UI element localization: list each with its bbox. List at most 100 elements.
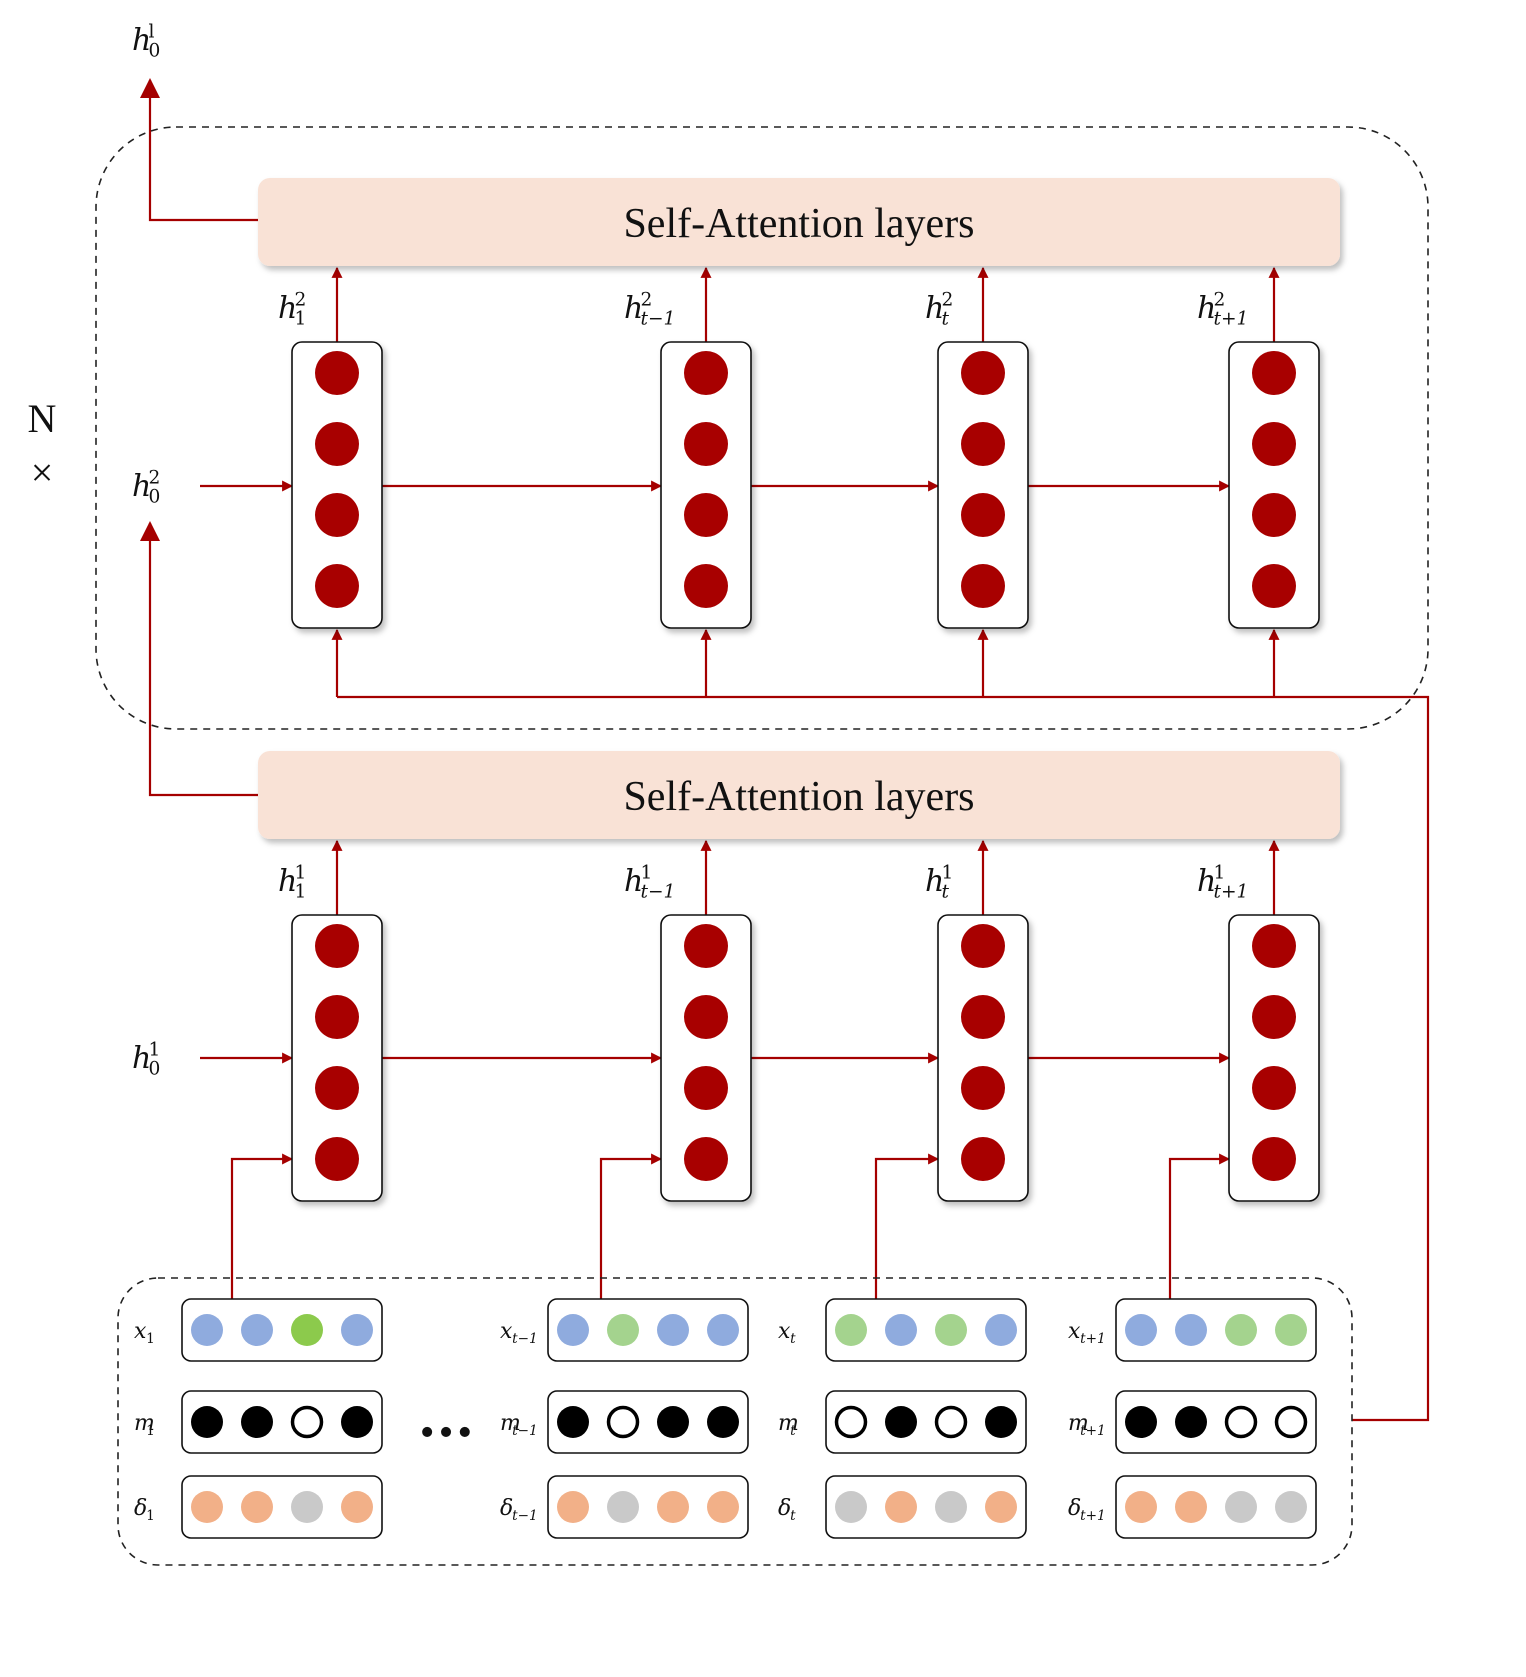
layer2-neuron: [1252, 422, 1296, 466]
input-x-box-1: [181, 1298, 383, 1362]
layer1-neuron: [1252, 995, 1296, 1039]
input-x-label: x1: [134, 1319, 155, 1347]
input-m-label: m1: [134, 1411, 155, 1439]
self-attention-label: Self-Attention layers: [623, 201, 974, 247]
mask-dot-observed: [341, 1406, 373, 1438]
self-attention-layer-2: [258, 178, 1340, 266]
input-x-box-3: [825, 1298, 1027, 1362]
layer1-neuron: [1252, 924, 1296, 968]
ellipsis: ...: [418, 1385, 474, 1449]
self-attention-label: Self-Attention layers: [623, 774, 974, 820]
mask-dot-observed: [1125, 1406, 1157, 1438]
layer2-neuron: [684, 422, 728, 466]
value-dot: [657, 1314, 689, 1346]
input-m-label: mt: [778, 1411, 799, 1439]
value-dot: [835, 1314, 867, 1346]
delta-dot: [707, 1491, 739, 1523]
delta-dot: [557, 1491, 589, 1523]
value-dot: [557, 1314, 589, 1346]
value-dot: [291, 1314, 323, 1346]
layer2-cell-4: [1228, 341, 1320, 629]
input-x-box-4: [1115, 1298, 1317, 1362]
value-dot: [985, 1314, 1017, 1346]
value-dot: [707, 1314, 739, 1346]
layer2-cell-3: [937, 341, 1029, 629]
layer2-neuron: [961, 351, 1005, 395]
layer1-neuron: [684, 995, 728, 1039]
input-m-box-1: [181, 1390, 383, 1454]
mask-dot-observed: [557, 1406, 589, 1438]
boxes: [95, 126, 1429, 1566]
mask-feed-line: [337, 695, 1430, 1422]
layer2-neuron: [684, 493, 728, 537]
layer2-neuron: [684, 351, 728, 395]
input-m-label: mt−1: [500, 1411, 538, 1439]
input-x-label: xt−1: [500, 1319, 538, 1347]
input-x-box-2: [547, 1298, 749, 1362]
layer2-neuron: [315, 351, 359, 395]
attention1-to-h02-arrow: [140, 521, 258, 797]
layer1-cell-1: [291, 914, 383, 1202]
input-d-label: δt−1: [500, 1496, 538, 1524]
mask-dot-missing: [606, 1405, 640, 1439]
value-dot: [607, 1314, 639, 1346]
delta-dot: [1275, 1491, 1307, 1523]
input-d-label: δt+1: [1068, 1496, 1106, 1524]
delta-dot: [1175, 1491, 1207, 1523]
mask-dot-missing: [834, 1405, 868, 1439]
mask-dot-observed: [241, 1406, 273, 1438]
repeat-times-symbol: ×: [31, 450, 54, 495]
layer2-cell-2: [660, 341, 752, 629]
repeat-n-label: N: [28, 396, 57, 441]
layer1-neuron: [961, 924, 1005, 968]
layer2-neuron: [315, 493, 359, 537]
value-dot: [1125, 1314, 1157, 1346]
layer1-neuron: [961, 1137, 1005, 1181]
input-to-layer1-arrow: [1168, 1153, 1231, 1299]
layer1-neuron: [684, 924, 728, 968]
layer1-neuron: [315, 995, 359, 1039]
mask-dot-observed: [885, 1406, 917, 1438]
layer2-neuron: [315, 564, 359, 608]
layer1-neuron: [1252, 1066, 1296, 1110]
value-dot: [1275, 1314, 1307, 1346]
layer1-neuron: [315, 924, 359, 968]
layer2-cell-1: [291, 341, 383, 629]
mask-dot-observed: [1175, 1406, 1207, 1438]
layer2-neuron: [961, 422, 1005, 466]
input-m-box-3: [825, 1390, 1027, 1454]
input-d-label: δ1: [134, 1496, 155, 1524]
mask-dot-observed: [657, 1406, 689, 1438]
input-x-label: xt+1: [1068, 1319, 1106, 1347]
input-d-box-1: [181, 1475, 383, 1539]
delta-dot: [341, 1491, 373, 1523]
input-to-layer1-arrow: [230, 1153, 294, 1299]
value-dot: [885, 1314, 917, 1346]
delta-dot: [985, 1491, 1017, 1523]
value-dot: [1225, 1314, 1257, 1346]
layer1-neuron: [684, 1137, 728, 1181]
value-dot: [1175, 1314, 1207, 1346]
value-dot: [191, 1314, 223, 1346]
mask-dot-missing: [1274, 1405, 1308, 1439]
input-x-label: xt: [778, 1319, 796, 1347]
output-arrow: [140, 78, 258, 222]
layer1-cell-4: [1228, 914, 1320, 1202]
layer2-neuron: [961, 493, 1005, 537]
layer1-neuron: [961, 1066, 1005, 1110]
mask-dot-observed: [985, 1406, 1017, 1438]
layer2-neuron: [1252, 564, 1296, 608]
delta-dot: [607, 1491, 639, 1523]
